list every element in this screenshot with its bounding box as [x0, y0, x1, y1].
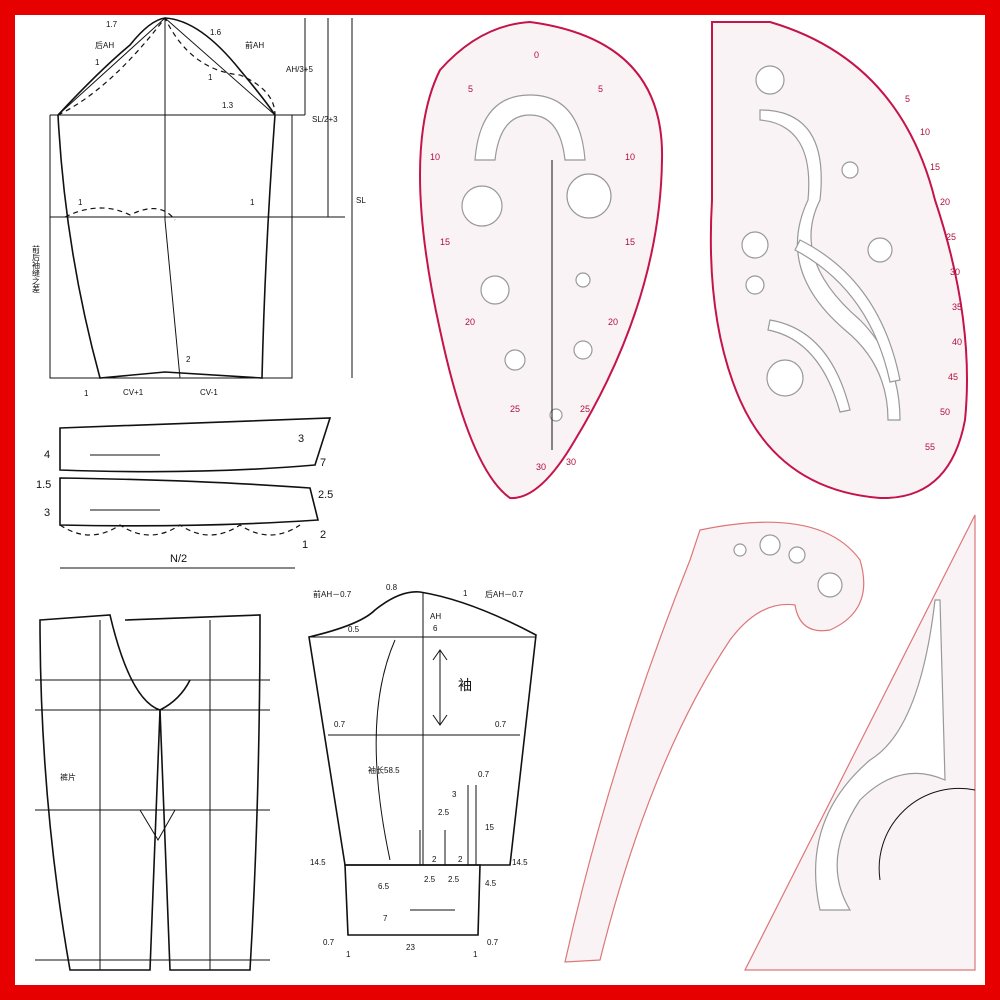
label: 2.5	[424, 875, 436, 884]
sleeve-draft: 后AH 前AH 1.7 1.6 1 1 1.3 AH/3+5 SL/2+3 SL…	[32, 16, 366, 398]
label: 1	[302, 539, 308, 551]
image-canvas: 后AH 前AH 1.7 1.6 1 1 1.3 AH/3+5 SL/2+3 SL…	[15, 15, 985, 985]
label: 0.7	[334, 720, 346, 729]
label: N/2	[170, 553, 187, 565]
collar-draft: 4 1.5 3 3 7 2.5 1 2 N/2	[36, 417, 333, 569]
scale-label: 20	[608, 317, 618, 327]
scale-label: 0	[534, 50, 539, 60]
scale-label: 20	[465, 317, 475, 327]
scale-label: 25	[580, 404, 590, 414]
label: 2.5	[448, 875, 460, 884]
label: 14.5	[512, 858, 528, 867]
label: 袖	[458, 677, 472, 693]
label: 2	[320, 529, 326, 541]
label: 1.7	[106, 20, 118, 29]
label: 2	[458, 855, 463, 864]
scale-label: 30	[566, 457, 576, 467]
label: 1	[78, 198, 83, 207]
shirt-sleeve-draft: 前AH－0.7 后AH－0.7 0.8 1 0.5 AH 6 袖 0.7 0.7…	[308, 583, 537, 959]
pants-draft: 裤片	[35, 614, 270, 971]
label: 1.5	[36, 479, 51, 491]
label: 前AH－0.7	[313, 589, 352, 599]
label: 6.5	[378, 882, 390, 891]
label: 3	[452, 790, 457, 799]
scale-label: 5	[598, 84, 603, 94]
label: 0.7	[478, 770, 490, 779]
label: 1	[250, 198, 255, 207]
label: 0.8	[386, 583, 398, 592]
pattern-illustration: 后AH 前AH 1.7 1.6 1 1 1.3 AH/3+5 SL/2+3 SL…	[32, 16, 976, 971]
scale-label: 50	[940, 407, 950, 417]
scale-label: 5	[468, 84, 473, 94]
label: 1	[95, 58, 100, 67]
label: 前AH	[245, 40, 264, 50]
scale-label: 10	[430, 152, 440, 162]
scale-label: 25	[946, 232, 956, 242]
scale-label: 5	[905, 94, 910, 104]
label: 1	[208, 73, 213, 82]
label: 袖长58.5	[368, 765, 400, 775]
label: 7	[383, 914, 388, 923]
scale-label: 30	[950, 267, 960, 277]
label: 0.5	[348, 625, 360, 634]
scale-label: 15	[930, 162, 940, 172]
label: AH	[430, 612, 441, 621]
label: 0.7	[323, 938, 335, 947]
label: 0.7	[487, 938, 499, 947]
label: 4.5	[485, 879, 497, 888]
label: 裤片	[60, 772, 76, 782]
label: 2.5	[318, 489, 333, 501]
label: 2	[186, 355, 191, 364]
label: 1	[84, 389, 89, 398]
scale-label: 40	[952, 337, 962, 347]
label: AH/3+5	[286, 65, 313, 74]
french-curve-ruler	[564, 521, 865, 963]
scale-label: 35	[952, 302, 962, 312]
label: 3	[44, 507, 50, 519]
label: 23	[406, 943, 415, 952]
label: 4	[44, 449, 50, 461]
scale-label: 10	[625, 152, 635, 162]
scale-label: 15	[440, 237, 450, 247]
scale-label: 25	[510, 404, 520, 414]
scale-label: 20	[940, 197, 950, 207]
label: 2.5	[438, 808, 450, 817]
scale-label: 55	[925, 442, 935, 452]
label: 1	[346, 950, 351, 959]
scale-label: 30	[536, 462, 546, 472]
label: 1	[473, 950, 478, 959]
label: 15	[485, 823, 494, 832]
label: 1.6	[210, 28, 222, 37]
label: 7	[320, 457, 326, 469]
label: CV-1	[200, 388, 218, 397]
scale-label: 10	[920, 127, 930, 137]
label: 前后袖缝之差	[32, 244, 41, 293]
scale-label: 45	[948, 372, 958, 382]
curve-ruler: 5 10 15 20 25 30 35 40 45 50 55	[709, 21, 968, 500]
label: SL	[356, 196, 366, 205]
label: 14.5	[310, 858, 326, 867]
label: CV+1	[123, 388, 144, 397]
label: 3	[298, 433, 304, 445]
scale-label: 15	[625, 237, 635, 247]
label: 1.3	[222, 101, 234, 110]
label: 后AH	[95, 40, 114, 50]
label: SL/2+3	[312, 115, 338, 124]
label: 2	[432, 855, 437, 864]
label: 1	[463, 589, 468, 598]
label: 0.7	[495, 720, 507, 729]
label: 6	[433, 624, 438, 633]
teardrop-ruler: 0 5 10 15 20 25 30 5 10 15 20 25 30	[419, 20, 664, 500]
label: 后AH－0.7	[485, 589, 524, 599]
triangle-ruler	[744, 514, 976, 971]
